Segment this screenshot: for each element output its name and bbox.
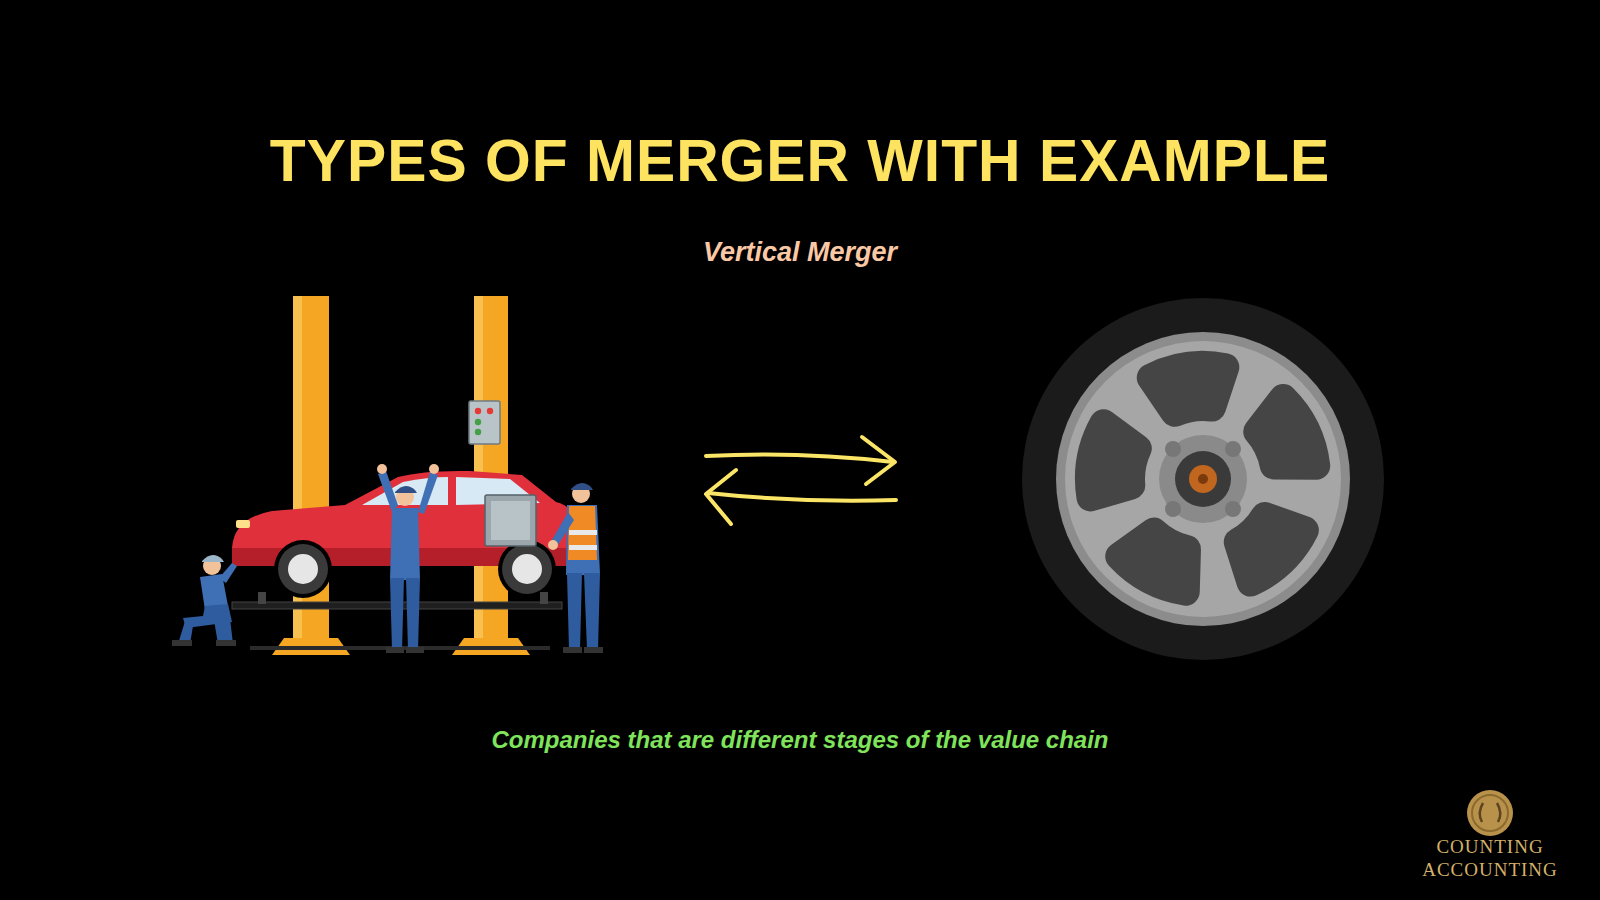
emblem-laurel bbox=[1480, 803, 1501, 822]
mechanic-vest bbox=[548, 483, 603, 653]
control-light bbox=[475, 408, 481, 414]
car-wheel bbox=[502, 544, 552, 594]
rim-opening bbox=[1224, 502, 1319, 597]
car-lift-illustration bbox=[172, 296, 603, 655]
lift-panel-face bbox=[491, 501, 530, 540]
wheel-arch bbox=[498, 540, 556, 598]
hub-cap bbox=[1175, 451, 1231, 507]
hub-centre bbox=[1189, 465, 1217, 493]
mechanic-standing bbox=[377, 464, 439, 653]
lift-post-shine bbox=[474, 296, 483, 642]
control-light bbox=[475, 429, 481, 435]
wheel-illustration bbox=[1022, 298, 1384, 660]
control-light bbox=[475, 419, 481, 425]
exchange-arrows bbox=[706, 437, 896, 524]
rim-openings bbox=[1075, 351, 1330, 606]
car-wheel bbox=[278, 544, 328, 594]
mechanic-kneeling bbox=[172, 555, 237, 646]
definition-caption: Companies that are different stages of t… bbox=[460, 726, 1140, 755]
lug-nut bbox=[1165, 441, 1181, 457]
car-hub bbox=[288, 554, 318, 584]
emblem-ring bbox=[1472, 795, 1508, 831]
car-headlight bbox=[236, 520, 250, 528]
lug-nut bbox=[1165, 501, 1181, 517]
rim-face bbox=[1065, 341, 1341, 617]
lift-post bbox=[474, 296, 508, 642]
hub-dot bbox=[1198, 474, 1208, 484]
lift-panel bbox=[485, 495, 536, 546]
car-hub bbox=[512, 554, 542, 584]
arrow-left-head bbox=[706, 470, 736, 524]
emblem-disc bbox=[1467, 790, 1513, 836]
arrow-right-head bbox=[862, 437, 895, 484]
logo-wordmark: COUNTING ACCOUNTING bbox=[1410, 836, 1570, 882]
lug-nut bbox=[1225, 441, 1241, 457]
arrow-left-shaft bbox=[708, 493, 896, 501]
rim bbox=[1056, 332, 1350, 626]
lug-nut bbox=[1225, 501, 1241, 517]
wheel-arch bbox=[274, 540, 332, 598]
arrow-right-shaft bbox=[706, 454, 893, 462]
lift-pad bbox=[540, 592, 548, 604]
merger-type-subtitle: Vertical Merger bbox=[703, 236, 897, 268]
rim-opening bbox=[1137, 351, 1240, 427]
lift-pad bbox=[258, 592, 266, 604]
rim-opening bbox=[1243, 384, 1330, 480]
logo-emblem bbox=[1467, 790, 1513, 836]
control-light bbox=[487, 408, 493, 414]
rim-opening bbox=[1105, 518, 1201, 606]
rim-opening bbox=[1075, 409, 1152, 511]
control-box bbox=[469, 401, 500, 444]
hub bbox=[1159, 435, 1247, 523]
slide-title: TYPES OF MERGER WITH EXAMPLE bbox=[270, 126, 1330, 197]
tyre bbox=[1022, 298, 1384, 660]
